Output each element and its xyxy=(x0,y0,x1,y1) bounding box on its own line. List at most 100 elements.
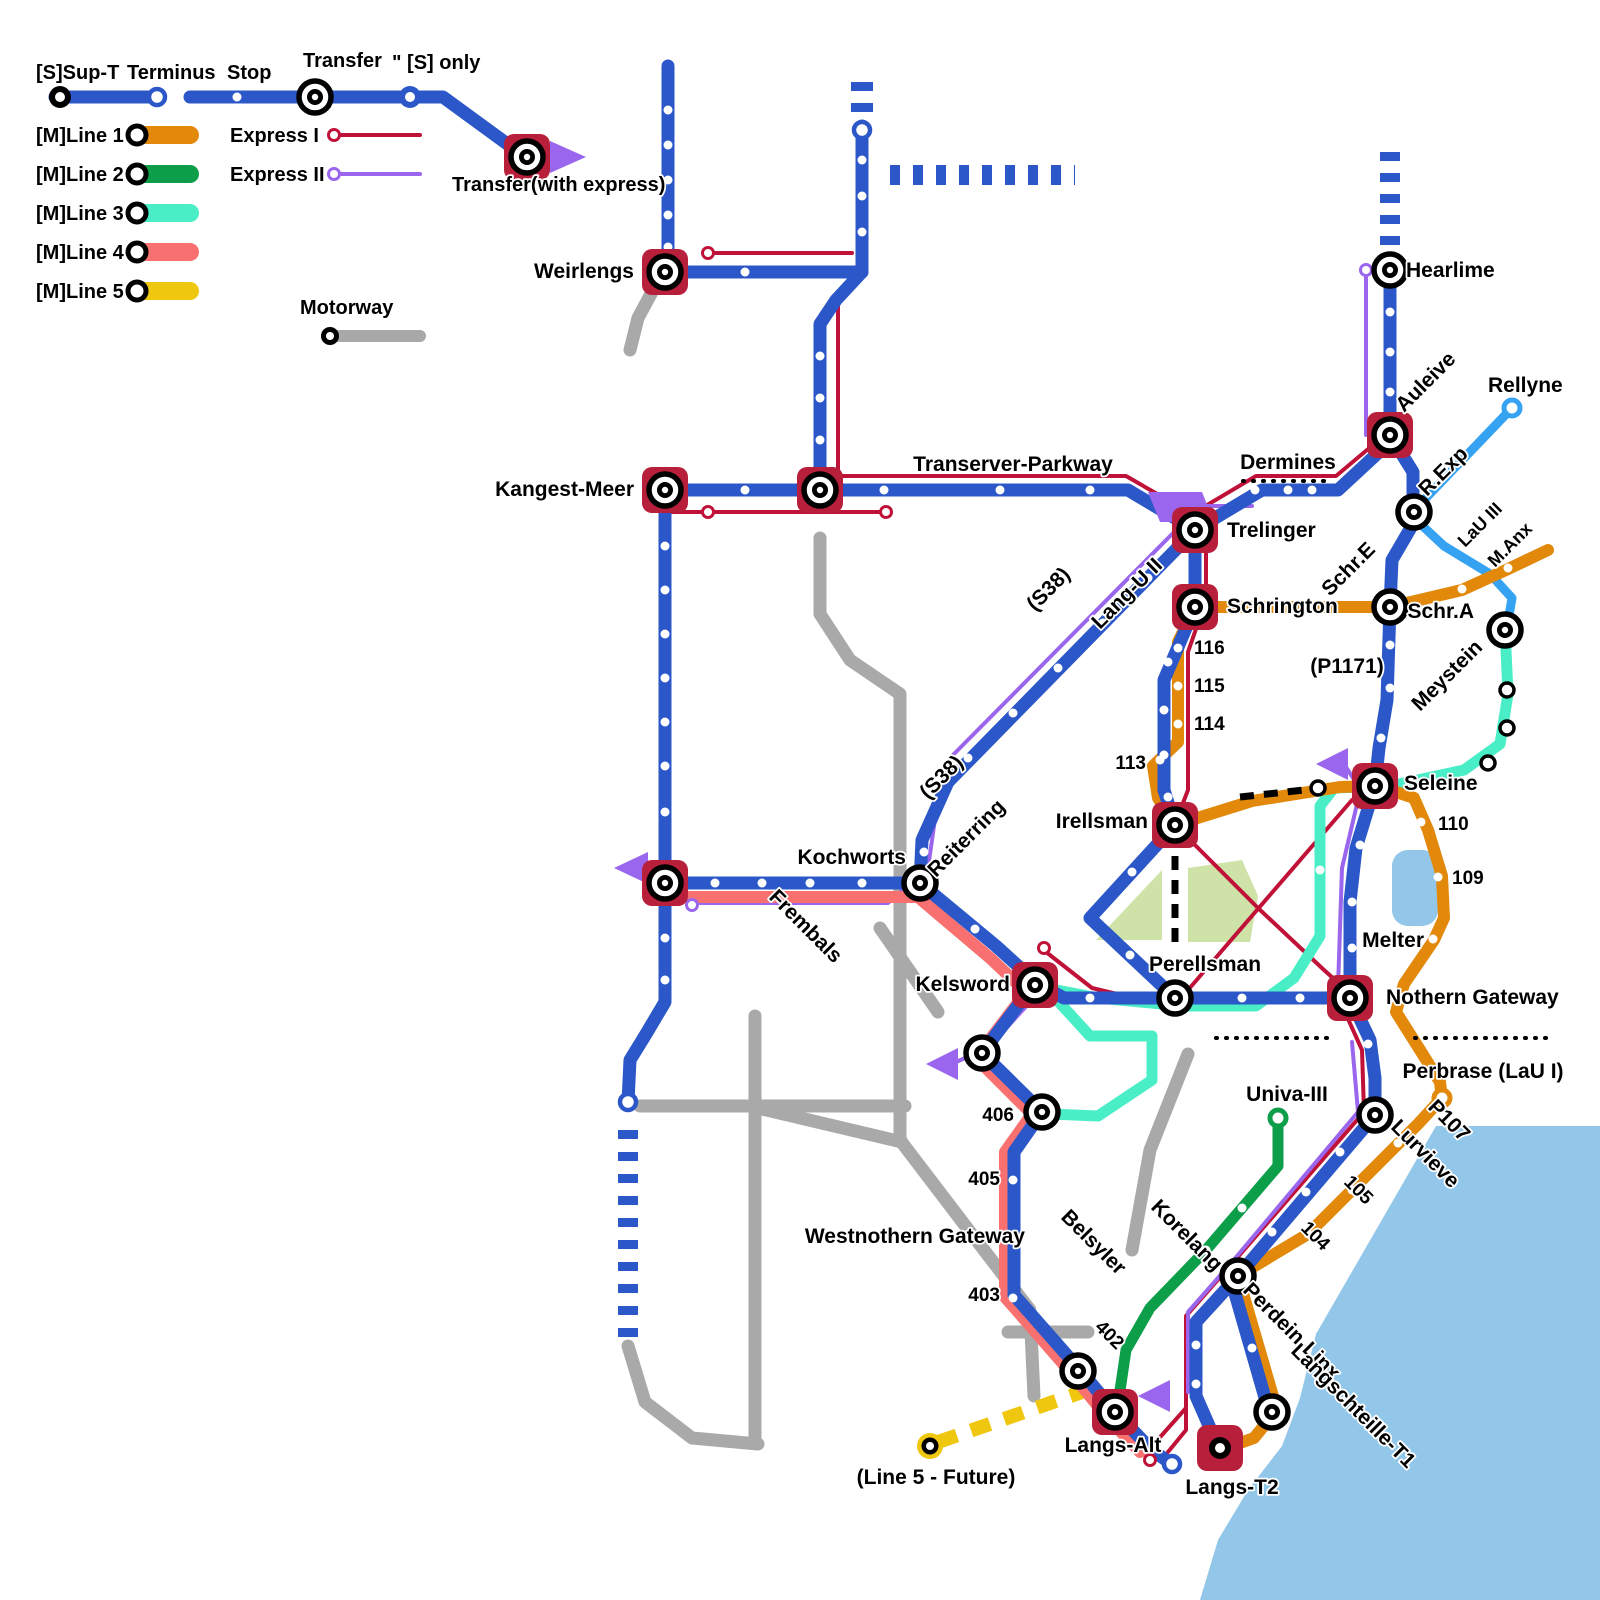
motorway-weirlengs-stub xyxy=(623,285,659,357)
line2 xyxy=(1112,1112,1284,1410)
sline-legend-2 xyxy=(183,90,528,161)
sline-irellsman-perellsman xyxy=(1083,818,1182,1005)
express2-arrow-kelsword xyxy=(926,1048,958,1080)
station-kochworts xyxy=(901,864,939,902)
station-meystein-2-glyph xyxy=(1498,719,1516,737)
station-lurvieve xyxy=(1356,1096,1394,1134)
terminus-center-north-glyph xyxy=(851,119,873,141)
express2-arrow-langs xyxy=(1138,1380,1170,1412)
stop-dot xyxy=(1433,872,1443,882)
stop-dot xyxy=(1315,865,1325,875)
terminus-langs-south xyxy=(1161,1453,1183,1475)
stop-dot xyxy=(857,155,867,165)
label-109: 109 xyxy=(1452,868,1484,889)
legend-transfer-marker-glyph xyxy=(311,93,319,101)
stop-dot xyxy=(1247,1343,1257,1353)
label-melter: Melter xyxy=(1362,929,1424,952)
stop-dot xyxy=(1385,683,1395,693)
stop-dot xyxy=(1267,1227,1277,1237)
label-langs-t2: Langs-T2 xyxy=(1185,1476,1278,1499)
stop-dot xyxy=(1416,817,1426,827)
label-transfer-with-express: Transfer(with express) xyxy=(452,174,665,196)
label-meystein: Meystein xyxy=(1407,636,1487,716)
express1-trelinger-south xyxy=(1176,540,1208,818)
stop-dot xyxy=(1085,485,1095,495)
express1-ring-langs xyxy=(1143,1453,1157,1467)
label-seleine: Seleine xyxy=(1404,772,1478,795)
label-schr-a: Schr.A xyxy=(1407,600,1474,623)
station-schrington xyxy=(1172,584,1218,630)
station-parkway-junction xyxy=(797,467,843,513)
express2-ring-hearlime xyxy=(1359,263,1373,277)
station-schr-e xyxy=(1371,588,1409,626)
stop-dot xyxy=(1303,1229,1313,1239)
label-transfer: Transfer xyxy=(303,50,382,72)
station-frembals-junction xyxy=(642,860,688,906)
legend-line4-chip xyxy=(125,240,199,264)
express1-ring-kangest-a-glyph xyxy=(701,505,715,519)
station-406 xyxy=(1023,1093,1061,1131)
label-r-exp: R.Exp xyxy=(1414,442,1472,500)
station-hearlime-glyph xyxy=(1386,266,1394,274)
legend-supt-marker xyxy=(49,86,71,108)
label-line-5-future: (Line 5 - Future) xyxy=(857,1466,1016,1489)
label-rellyne: Rellyne xyxy=(1488,374,1563,397)
stop-dot xyxy=(963,753,973,763)
station-langschteille-t1 xyxy=(1253,1393,1291,1431)
stop-dot xyxy=(1347,943,1357,953)
stop-dot xyxy=(919,847,929,857)
station-402 xyxy=(1059,1352,1097,1390)
label-104: 104 xyxy=(1296,1218,1334,1256)
station-meystein-1-glyph xyxy=(1498,681,1516,699)
label-s38: (S38) xyxy=(1022,563,1075,616)
legend-line3-chip-glyph xyxy=(135,204,199,222)
label-s-sup-t: [S]Sup-T xyxy=(36,62,119,84)
station-perellsman-glyph xyxy=(1171,994,1179,1002)
station-trelinger xyxy=(1172,507,1218,553)
park-east xyxy=(1188,860,1258,942)
stop-dot xyxy=(1457,584,1467,594)
terminus-center-north xyxy=(851,119,873,141)
stop-dot xyxy=(710,878,720,888)
label-schr-e: Schr.E xyxy=(1317,538,1379,600)
express2-ring-frembals xyxy=(685,898,699,912)
label-m-line-4: [M]Line 4 xyxy=(36,242,125,264)
label-langs-alt: Langs-Alt xyxy=(1065,1434,1162,1457)
legend-line1-chip xyxy=(125,123,199,147)
express1-ring-kangest-b xyxy=(879,505,893,519)
stop-dot xyxy=(1237,993,1247,1003)
stop-dot xyxy=(1201,1245,1211,1255)
station-univa-iii-glyph xyxy=(1267,1107,1289,1129)
stop-dot xyxy=(1085,993,1095,1003)
legend-supt-marker-glyph xyxy=(55,92,65,102)
stop-dot xyxy=(740,267,750,277)
stop-dot xyxy=(663,175,673,185)
stop-dot xyxy=(232,92,242,102)
stop-dot xyxy=(1173,719,1183,729)
station-meystein-2 xyxy=(1498,719,1516,737)
label-115: 115 xyxy=(1194,676,1225,697)
stop-dot xyxy=(879,485,889,495)
stop-dot xyxy=(1155,755,1165,765)
label-belsyler: Belsyler xyxy=(1056,1205,1130,1279)
label-m-line-3: [M]Line 3 xyxy=(36,203,124,225)
station-kangest-meer-glyph xyxy=(661,486,669,494)
label-irellsman: Irellsman xyxy=(1056,810,1148,833)
legend-transfer-marker xyxy=(296,78,334,116)
legend-sonly-marker-glyph xyxy=(405,92,415,102)
legend-line2-chip-glyph xyxy=(125,162,149,186)
stop-dot xyxy=(1376,733,1386,743)
stop-dot xyxy=(660,585,670,595)
station-kochworts-glyph xyxy=(916,879,924,887)
sline-langu2-diagonal xyxy=(913,523,1202,890)
station-line5-future-glyph xyxy=(926,1442,934,1450)
station-kelsword-branch-glyph xyxy=(978,1049,986,1057)
stop-dot xyxy=(995,485,1005,495)
station-trelinger-glyph xyxy=(1191,526,1199,534)
legend-motorway-marker xyxy=(321,327,339,345)
express1-ring-kangest-b-glyph xyxy=(879,505,893,519)
station-seleine xyxy=(1352,763,1398,809)
label-403: 403 xyxy=(968,1285,1000,1306)
legend-sonly-marker xyxy=(399,86,421,108)
